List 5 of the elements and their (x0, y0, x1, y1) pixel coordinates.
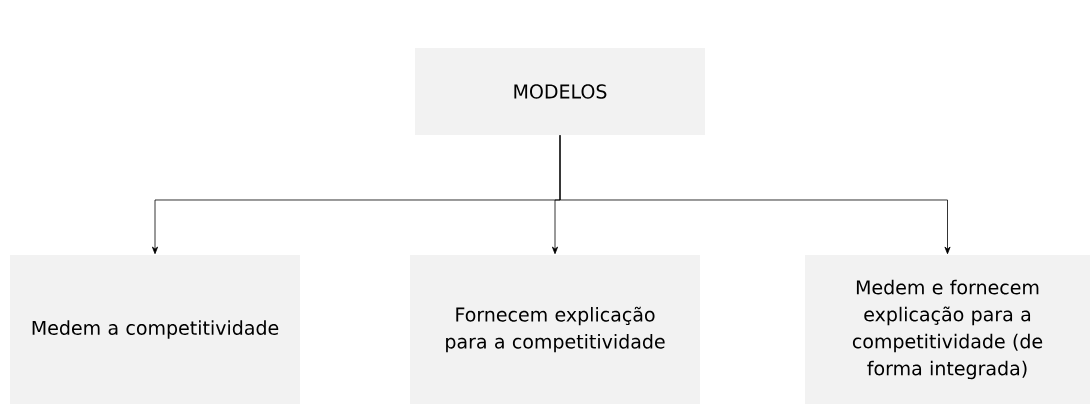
arrow (559, 134, 951, 255)
process-box: Fornecem explicação para a competitividade (410, 255, 700, 404)
process-box: Medem a competitividade (10, 255, 300, 404)
process-box: MODELOS (415, 48, 705, 135)
process-box: Medem e fornecem explicação para a competitividade (de forma integrada) (805, 255, 1090, 404)
